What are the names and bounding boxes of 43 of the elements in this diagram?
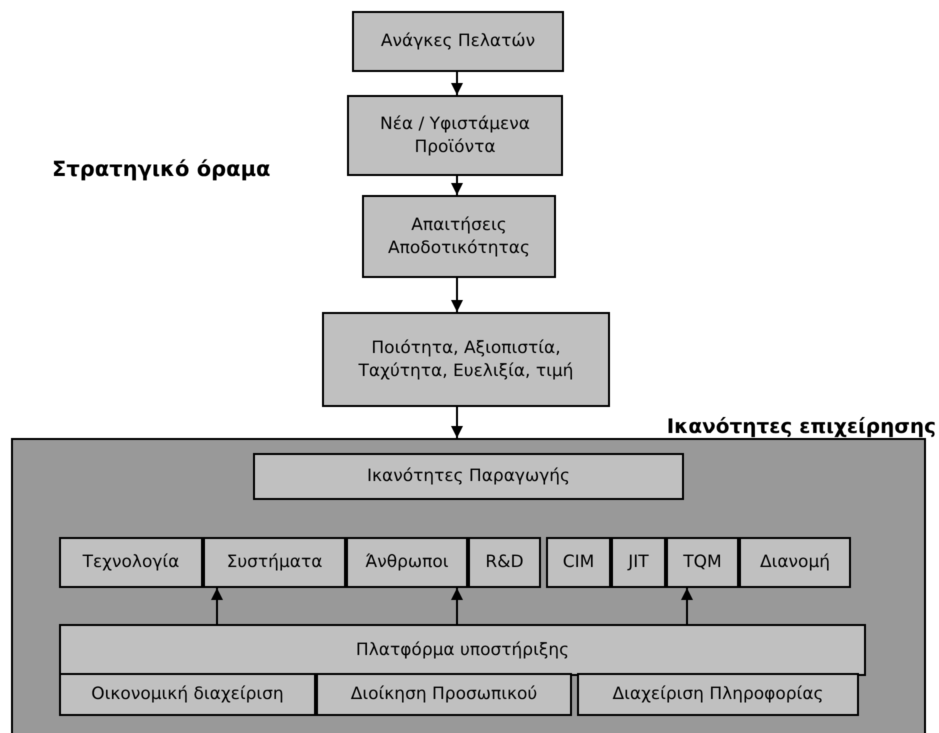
box-label: Διανομή xyxy=(760,551,830,574)
box-label: Ικανότητες Παραγωγής xyxy=(366,465,570,488)
box-label: Συστήματα xyxy=(226,551,322,574)
box-label: Άνθρωποι xyxy=(365,551,449,574)
box-label: Διοίκηση Προσωπικού xyxy=(350,683,538,706)
process-box xyxy=(352,11,564,72)
process-box xyxy=(347,95,563,176)
box-label: Ανάγκες Πελατών xyxy=(380,30,536,53)
process-box xyxy=(322,312,610,407)
process-box xyxy=(203,537,346,588)
process-box xyxy=(577,673,859,716)
process-box xyxy=(316,673,572,716)
process-box xyxy=(611,537,666,588)
box-label: R&D xyxy=(485,551,524,574)
arrow xyxy=(451,407,463,438)
process-box xyxy=(546,537,611,588)
arrow xyxy=(681,588,693,624)
process-box xyxy=(468,537,541,588)
process-box xyxy=(362,195,556,278)
process-box xyxy=(253,453,684,500)
process-box xyxy=(59,537,203,588)
box-label: Διαχείριση Πληροφορίας xyxy=(612,683,824,706)
box-label: Οικονομική διαχείριση xyxy=(91,683,284,706)
box-label: Ποιότητα, Αξιοπιστία, Ταχύτητα, Ευελιξία, τιμή xyxy=(358,336,574,382)
arrow xyxy=(451,72,463,95)
side-heading: Στρατηγικό όραμα xyxy=(52,157,270,181)
process-box xyxy=(59,673,316,716)
arrow xyxy=(451,176,463,195)
process-box xyxy=(59,624,866,676)
process-box xyxy=(346,537,468,588)
process-box xyxy=(739,537,851,588)
process-box xyxy=(666,537,739,588)
arrow xyxy=(451,278,463,312)
arrow xyxy=(211,588,223,624)
box-label: Τεχνολογία xyxy=(82,551,180,574)
arrow xyxy=(451,588,463,624)
box-label: Απαιτήσεις Αποδοτικότητας xyxy=(387,214,531,260)
box-label: TQM xyxy=(683,551,722,574)
group-heading: Ικανότητες επιχείρησης xyxy=(666,413,936,440)
box-label: Πλατφόρμα υποστήριξης xyxy=(356,638,570,662)
box-label: Νέα / Υφιστάμενα Προϊόντα xyxy=(379,112,531,158)
box-label: JIT xyxy=(628,551,649,574)
box-label: CIM xyxy=(562,551,594,574)
